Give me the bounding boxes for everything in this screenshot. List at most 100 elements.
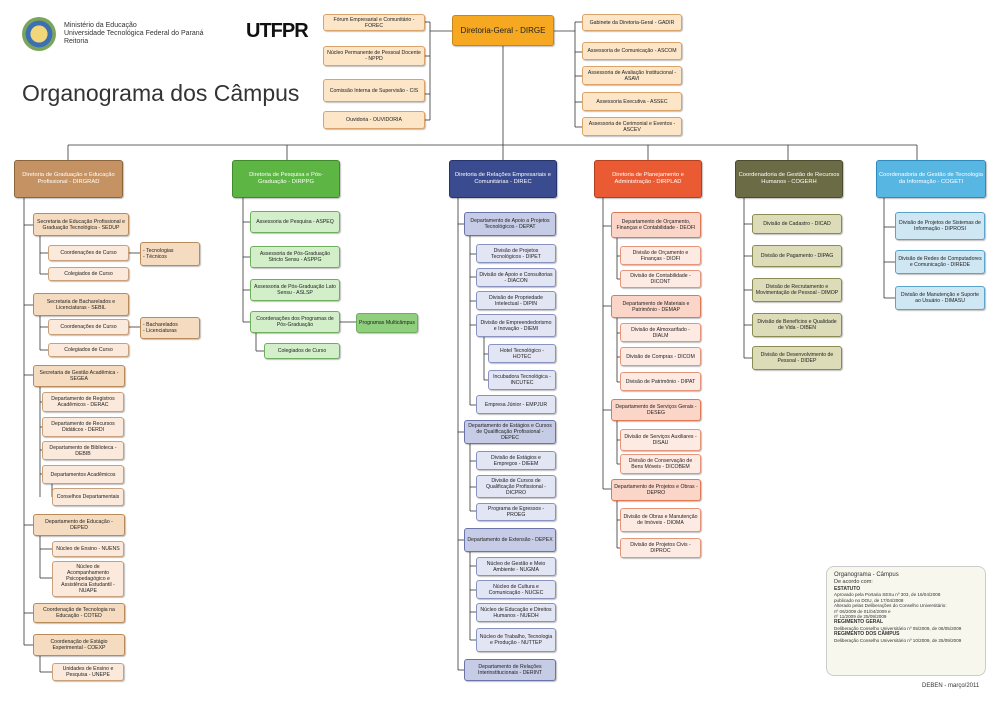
dirplad-item-depro: Departamento de Projetos e Obras - DEPRO bbox=[611, 479, 701, 501]
dirplad-item-dicom: Divisão de Compras - DICOM bbox=[620, 347, 701, 366]
dirplad-deseg-label: Departamento de Serviços Gerais - DESEG bbox=[615, 404, 697, 416]
note-tecnicos: - Técnicos bbox=[143, 254, 167, 260]
dirgrad-item-deped: Departamento de Educação - DEPED bbox=[33, 514, 125, 536]
dirplad-dicom-label: Divisão de Compras - DICOM bbox=[626, 353, 695, 360]
legend-est2: publicado no DOU, de 17/04/2008 bbox=[834, 597, 904, 603]
dirgrad-item-coord-curso-1: Coordenações de Curso bbox=[48, 245, 129, 261]
dirgrad-item-colegiados-2: Colegiados de Curso bbox=[48, 343, 129, 357]
dirgrad-coord-2-label: Coordenações de Curso bbox=[60, 324, 117, 330]
dirgrad-coord-1-label: Coordenações de Curso bbox=[60, 250, 117, 256]
dirplad-header: Diretoria de Planejamento e Administraçã… bbox=[594, 160, 702, 198]
dirgrad-item-segea: Secretaria de Gestão Acadêmica - SEGEA bbox=[33, 365, 125, 387]
legend-est4: nº 06/2009 de 01/04/2009 e bbox=[834, 608, 891, 614]
direc-nuttep-label: Núcleo de Trabalho, Tecnologia e Produçã… bbox=[479, 634, 553, 646]
dirplad-dialm-label: Divisão de Almoxarifado - DIALM bbox=[631, 326, 690, 339]
direc-item-dieem: Divisão de Estágios e Empregos - DIEEM bbox=[476, 451, 556, 470]
cogeti-header-label: Coordenadoria de Gestão de Tecnologia da… bbox=[879, 172, 983, 185]
direc-incutec-label: Incubadora Tecnológica - INCUTEC bbox=[493, 374, 551, 386]
direc-item-diacon: Divisão de Apoio e Consultorias - DIACON bbox=[476, 268, 556, 287]
dirgrad-item-coord-curso-2: Coordenações de Curso bbox=[48, 319, 129, 335]
dirppg-asppg-label: Assessoria de Pós-Graduação Stricto Sens… bbox=[259, 251, 331, 263]
cogerh-didep-label: Divisão de Desenvolvimento de Pessoal - … bbox=[760, 352, 834, 364]
direc-item-empjur: Empresa Júnior - EMPJUR bbox=[476, 395, 556, 414]
direc-item-dipin: Divisão de Propriedade Intelectual - DIP… bbox=[476, 291, 556, 310]
cogerh-item-dimop: Divisão de Recrutamento e Movimentação d… bbox=[752, 278, 842, 302]
dirplad-disau-label: Divisão de Serviços Auxiliares - DISAU bbox=[624, 434, 697, 446]
top-right-box-ascom: Assessoria de Comunicação - ASCOM bbox=[582, 42, 682, 60]
dirppg-coord-label: Coordenações dos Programas de Pós-Gradua… bbox=[256, 316, 334, 328]
direc-item-depec: Departamento de Estágios e Cursos de Qua… bbox=[464, 420, 556, 444]
dirgrad-item-derdi: Departamento de Recursos Didáticos - DER… bbox=[42, 417, 124, 437]
cogerh-dipag-label: Divisão de Pagamento - DIPAG bbox=[760, 253, 834, 259]
cogeti-diprosi-label: Divisão de Projetos de Sistemas de Infor… bbox=[899, 220, 981, 232]
legend-estatuto: ESTATUTO bbox=[834, 586, 861, 592]
dirgrad-col-2-label: Colegiados de Curso bbox=[64, 347, 113, 353]
dirge-label: Diretoria-Geral - DIRGE bbox=[460, 26, 546, 35]
direc-derint-label: Departamento de Relações Interinstitucio… bbox=[478, 664, 542, 676]
cogeti-item-diprosi: Divisão de Projetos de Sistemas de Infor… bbox=[895, 212, 985, 240]
cogerh-item-dipag: Divisão de Pagamento - DIPAG bbox=[752, 245, 842, 267]
top-left-box-ouvidoria: Ouvidoria - OUVIDORIA bbox=[323, 111, 425, 129]
dirgrad-coted-label: Coordenação de Tecnologia na Educação - … bbox=[43, 607, 115, 619]
dirgrad-segea-label: Secretaria de Gestão Acadêmica - SEGEA bbox=[39, 370, 119, 382]
dirgrad-note-bacharelados: - Bacharelados - Licenciaturas bbox=[140, 317, 200, 339]
dirgrad-coexp-label: Coordenação de Estágio Experimental - CO… bbox=[50, 639, 108, 651]
dirgrad-header: Diretoria de Graduação e Educação Profis… bbox=[14, 160, 123, 198]
dirgrad-conselhos-label: Conselhos Departamentais bbox=[56, 494, 120, 500]
dirplad-item-dioma: Divisão de Obras e Manutenção de Imóveis… bbox=[620, 508, 701, 532]
direc-nucec-label: Núcleo de Cultura e Comunicação - NUCEC bbox=[488, 583, 544, 596]
cogerh-diben-label: Divisão de Benefícios e Qualidade de Vid… bbox=[757, 319, 837, 331]
dirgrad-header-label: Diretoria de Graduação e Educação Profis… bbox=[22, 172, 115, 185]
dirgrad-item-dept-academicos: Departamentos Acadêmicos bbox=[42, 465, 124, 484]
top-right-ascom-label: Assessoria de Comunicação - ASCOM bbox=[587, 48, 677, 54]
direc-dipin-label: Divisão de Propriedade Intelectual - DIP… bbox=[489, 294, 543, 307]
note-licenciaturas: - Licenciaturas bbox=[143, 328, 177, 334]
dirgrad-derac-label: Departamento de Registros Acadêmicos - D… bbox=[51, 396, 115, 408]
note-bacharelados: - Bacharelados bbox=[143, 322, 178, 328]
dirgrad-debib-label: Departamento de Biblioteca - DEBIB bbox=[49, 444, 117, 457]
direc-empjur-label: Empresa Júnior - EMPJUR bbox=[484, 401, 548, 408]
dirppg-item-aslsp: Assessoria de Pós-Graduação Lato Sensu -… bbox=[250, 279, 340, 301]
dirplad-item-diofi: Divisão de Orçamento e Finanças - DIOFI bbox=[620, 246, 701, 265]
direc-item-dicpro: Divisão de Cursos de Qualificação Profis… bbox=[476, 475, 556, 498]
top-right-gadir-label: Gabinete da Diretoria-Geral - GADIR bbox=[589, 19, 675, 26]
dirgrad-item-sebil: Secretaria de Bacharelados e Licenciatur… bbox=[33, 293, 129, 316]
dirplad-item-deseg: Departamento de Serviços Gerais - DESEG bbox=[611, 399, 701, 421]
legend-regcampus: REGIMENTO DOS CÂMPUS bbox=[834, 631, 900, 638]
top-right-box-ascev: Assessoria de Cerimonial e Eventos - ASC… bbox=[582, 117, 682, 136]
dirgrad-sedup-label: Secretaria de Educação Profissional e Gr… bbox=[37, 218, 125, 231]
dirge-box: Diretoria-Geral - DIRGE bbox=[452, 15, 554, 46]
direc-item-nuttep: Núcleo de Trabalho, Tecnologia e Produçã… bbox=[476, 628, 556, 652]
dirplad-diproc-label: Divisão de Projetos Civis - DIPROC bbox=[630, 542, 691, 554]
top-right-box-asavi: Assessoria de Avaliação Institucional - … bbox=[582, 66, 682, 85]
legend-est5: nº 11/2009 de 25/09/2009 bbox=[834, 614, 887, 620]
legend-reg2: Deliberação Conselho Universitário nº 10… bbox=[834, 637, 962, 643]
top-left-box-cis: Comissão Interna de Supervisão - CIS bbox=[323, 79, 425, 102]
dirgrad-item-nuape: Núcleo de Acompanhamento Psicopedagógico… bbox=[52, 561, 124, 597]
cogeti-dimasu-label: Divisão de Manutenção e Suporte ao Usuár… bbox=[900, 292, 980, 304]
utfpr-logo-text: UTFPR bbox=[246, 20, 309, 42]
dirgrad-unepe-label: Unidades de Ensino e Pesquisa - UNEPE bbox=[62, 666, 114, 678]
direc-depex-label: Departamento de Extensão - DEPEX bbox=[467, 537, 553, 543]
dirgrad-note-tecnologias: - Tecnologias - Técnicos bbox=[140, 242, 200, 266]
direc-item-nucec: Núcleo de Cultura e Comunicação - NUCEC bbox=[476, 580, 556, 599]
direc-item-depat: Departamento de Apoio a Projetos Tecnoló… bbox=[464, 212, 556, 236]
ministry-seal-icon bbox=[22, 17, 56, 51]
direc-dicpro-label: Divisão de Cursos de Qualificação Profis… bbox=[486, 477, 546, 496]
dirppg-note-multicampus: Programas Multicâmpus bbox=[356, 313, 418, 333]
top-right-box-gadir: Gabinete da Diretoria-Geral - GADIR bbox=[582, 14, 682, 31]
dirppg-item-aspeq: Assessoria de Pesquisa - ASPEQ bbox=[250, 211, 340, 233]
top-left-ouvidoria-label: Ouvidoria - OUVIDORIA bbox=[346, 117, 402, 123]
dirgrad-item-coted: Coordenação de Tecnologia na Educação - … bbox=[33, 603, 125, 623]
footer-text: DEBEN - março/2011 bbox=[922, 683, 980, 689]
cogerh-dicad-label: Divisão de Cadastro - DICAD bbox=[763, 221, 831, 227]
dirgrad-nuens-label: Núcleo de Ensino - NUENS bbox=[56, 546, 120, 552]
dirppg-item-asppg: Assessoria de Pós-Graduação Stricto Sens… bbox=[250, 246, 340, 268]
top-left-box-forec: Fórum Empresarial e Comunitário - FOREC bbox=[323, 14, 425, 31]
dirplad-item-demap: Departamento de Materiais e Patrimônio -… bbox=[611, 295, 701, 318]
dirplad-demap-label: Departamento de Materiais e Patrimônio -… bbox=[622, 300, 690, 313]
legend-title: Organograma - Câmpus bbox=[834, 572, 899, 578]
direc-diacon-label: Divisão de Apoio e Consultorias - DIACON bbox=[479, 271, 553, 284]
direc-hotec-label: Hotel Tecnológico - HOTEC bbox=[499, 347, 545, 360]
dirplad-dicobem-label: Divisão de Conservação de Bens Móveis - … bbox=[628, 458, 693, 470]
